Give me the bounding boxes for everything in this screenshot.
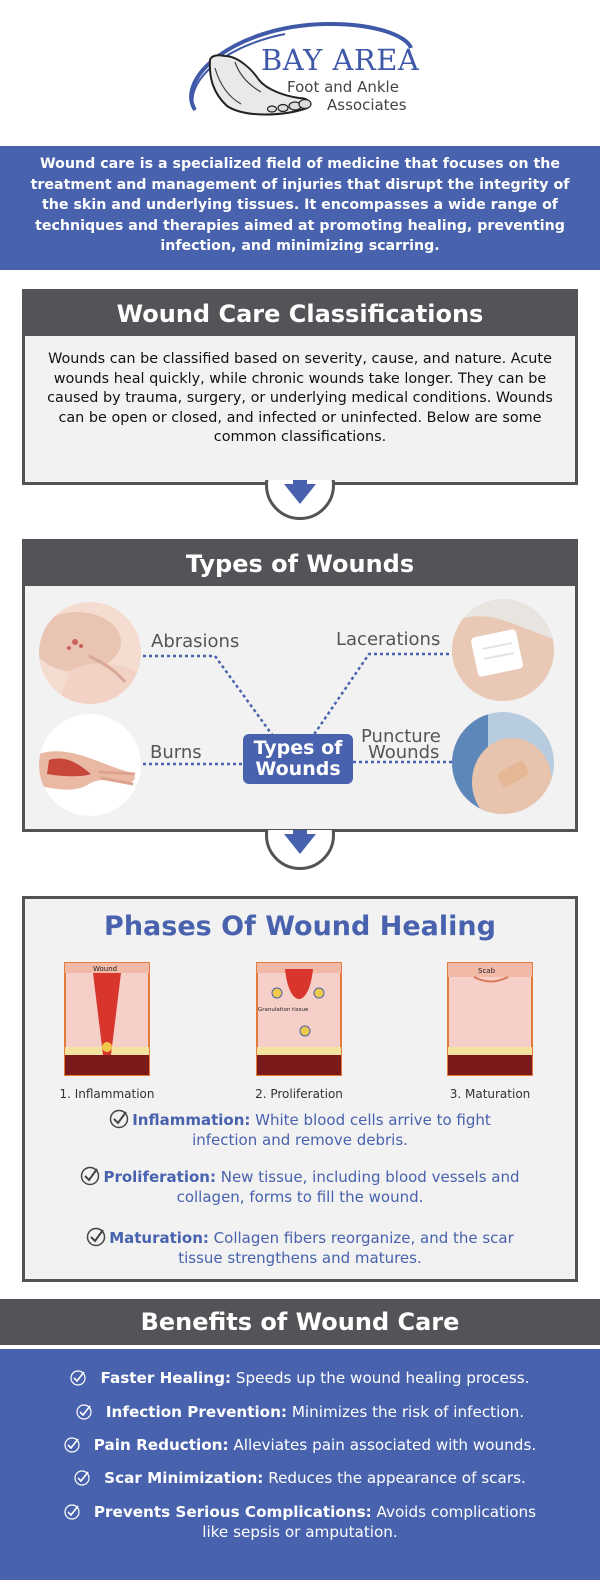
phase-desc-line2: tissue strengthens and matures. <box>178 1248 422 1267</box>
proliferation-diagram: Granulation tissue <box>256 962 342 1076</box>
label-abrasions: Abrasions <box>151 631 240 652</box>
benefit-term: Prevents Serious Complications: <box>93 1503 372 1521</box>
benefits-panel: Faster Healing: Speeds up the wound heal… <box>0 1349 600 1580</box>
benefit-item: Faster Healing: Speeds up the wound heal… <box>0 1369 600 1389</box>
checkmark-circle-icon <box>64 1504 80 1520</box>
phase-term: Inflammation: <box>132 1111 251 1129</box>
checkmark-circle-icon <box>70 1370 87 1386</box>
intro-paragraph: Wound care is a specialized field of med… <box>0 146 600 270</box>
logo-subtitle-line1: Foot and Ankle <box>287 78 399 96</box>
checkmark-circle-icon <box>74 1470 90 1486</box>
phase-desc: White blood cells arrive to fight <box>250 1111 491 1129</box>
benefit-desc: Reduces the appearance of scars. <box>263 1469 526 1487</box>
label-puncture-line2: Wounds <box>368 742 440 763</box>
center-badge-line1: Types of <box>253 737 343 759</box>
logo-brand: BAY AREA <box>261 43 420 77</box>
label-scab: Scab <box>478 967 496 975</box>
label-wound: Wound <box>93 965 117 973</box>
benefit-desc: Alleviates pain associated with wounds. <box>228 1436 537 1454</box>
types-card: Types of Wounds Abrasions <box>22 539 578 832</box>
benefit-desc-line2: like sepsis or amputation. <box>202 1522 398 1541</box>
phases-card: Phases Of Wound Healing Wound 1. Inflamm… <box>22 896 578 1282</box>
phase-maturation: Scab 3. Maturation <box>420 959 560 1101</box>
laceration-photo <box>452 599 554 701</box>
phase-caption: 1. Inflammation <box>59 1087 155 1101</box>
benefit-term: Infection Prevention: <box>105 1403 287 1421</box>
benefit-item: Infection Prevention: Minimizes the risk… <box>0 1403 600 1423</box>
benefits-title: Benefits of Wound Care <box>0 1299 600 1345</box>
label-puncture-line1: Puncture <box>361 726 441 747</box>
benefit-desc: Minimizes the risk of infection. <box>287 1403 525 1421</box>
phase-term: Proliferation: <box>103 1168 216 1186</box>
benefit-desc: Avoids complications <box>371 1503 537 1521</box>
label-burns: Burns <box>150 742 202 763</box>
checkmark-circle-icon <box>76 1404 92 1420</box>
arrow-down-icon <box>284 830 316 854</box>
label-granulation: Granulation tissue <box>258 1007 309 1013</box>
connector-lines <box>143 652 461 766</box>
burn-photo <box>39 714 141 816</box>
phase-desc-maturation: Maturation: Collagen fibers reorganize, … <box>25 1227 575 1268</box>
puncture-photo <box>452 712 554 814</box>
label-lacerations: Lacerations <box>336 629 441 650</box>
center-badge-line2: Wounds <box>255 758 341 780</box>
phase-caption: 3. Maturation <box>449 1087 531 1101</box>
types-center-badge: Types of Wounds <box>243 734 353 784</box>
logo-subtitle-line2: Associates <box>327 96 407 114</box>
classifications-title: Wound Care Classifications <box>25 292 575 336</box>
phase-desc-line2: infection and remove debris. <box>192 1130 408 1149</box>
classifications-body: Wounds can be classified based on severi… <box>47 351 553 445</box>
phase-desc-proliferation: Proliferation: New tissue, including blo… <box>25 1166 575 1207</box>
maturation-diagram: Scab <box>447 962 533 1076</box>
inflammation-diagram: Wound <box>64 962 150 1076</box>
benefit-term: Faster Healing: <box>100 1369 232 1387</box>
benefit-item: Pain Reduction: Alleviates pain associat… <box>0 1436 600 1456</box>
benefit-term: Scar Minimization: <box>104 1469 264 1487</box>
phase-desc: New tissue, including blood vessels and <box>215 1168 520 1186</box>
phase-desc-line2: collagen, forms to fill the wound. <box>176 1187 424 1206</box>
benefit-desc: Speeds up the wound healing process. <box>231 1369 530 1387</box>
phases-title: Phases Of Wound Healing <box>104 911 496 942</box>
phase-caption: 2. Proliferation <box>255 1087 343 1101</box>
benefit-term: Pain Reduction: <box>93 1436 229 1454</box>
benefit-item: Prevents Serious Complications: Avoids c… <box>0 1503 600 1542</box>
checkmark-circle-icon <box>109 1109 129 1129</box>
types-title: Types of Wounds <box>25 542 575 586</box>
phase-proliferation: Granulation tissue 2. Proliferation <box>229 959 369 1101</box>
phase-term: Maturation: <box>109 1229 209 1247</box>
checkmark-circle-icon <box>86 1227 106 1247</box>
phase-inflammation: Wound 1. Inflammation <box>37 959 177 1101</box>
classifications-card: Wound Care Classifications Wounds can be… <box>22 289 578 485</box>
checkmark-circle-icon <box>64 1437 80 1453</box>
arrow-down-icon <box>284 480 316 504</box>
phase-desc: Collagen fibers reorganize, and the scar <box>208 1229 514 1247</box>
foot-logo-icon <box>189 21 413 116</box>
benefit-item: Scar Minimization: Reduces the appearanc… <box>0 1469 600 1489</box>
checkmark-circle-icon <box>81 1166 100 1186</box>
types-diagram: Abrasions Lacerations Burns <box>25 586 575 830</box>
phase-desc-inflammation: Inflammation: White blood cells arrive t… <box>25 1109 575 1150</box>
abrasion-photo <box>39 602 141 704</box>
logo: BAY AREA Foot and Ankle Associates <box>175 18 425 128</box>
